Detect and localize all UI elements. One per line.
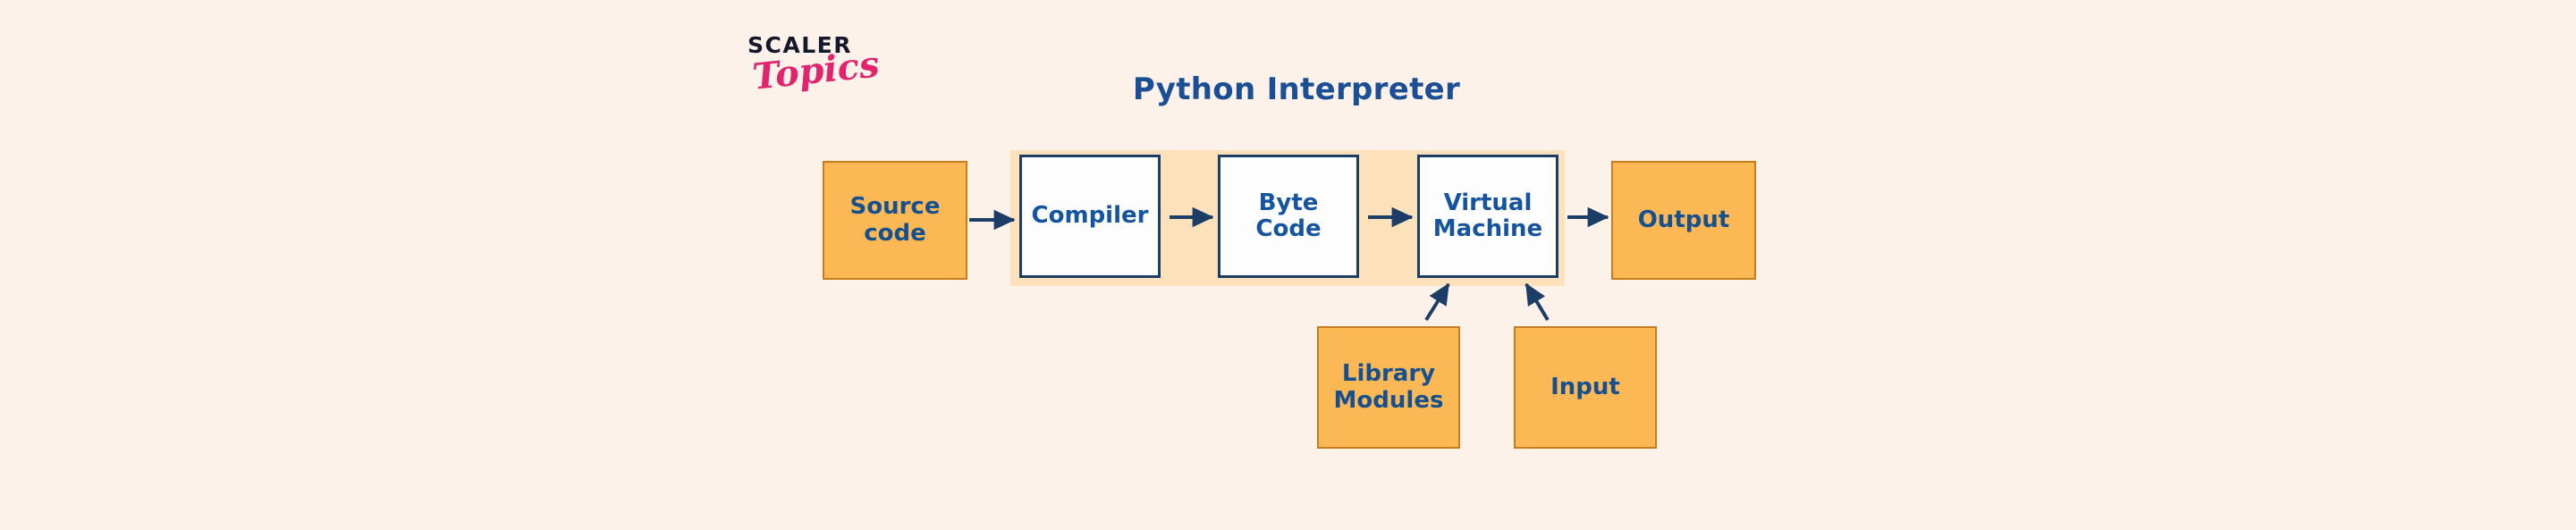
node-virtual-machine[interactable]: Virtual Machine bbox=[1417, 155, 1558, 278]
node-library-modules[interactable]: Library Modules bbox=[1317, 326, 1460, 449]
logo-scaler-text: SCALER bbox=[747, 32, 852, 58]
node-source-code-label-line1: Source bbox=[849, 193, 941, 221]
node-virtual-machine-label-line1: Virtual bbox=[1443, 189, 1533, 216]
arrow-librarymodules-to-virtualmachine bbox=[1424, 282, 1450, 322]
node-byte-code[interactable]: Byte Code bbox=[1218, 155, 1359, 278]
logo-topics-text: Topics bbox=[750, 43, 882, 98]
node-compiler[interactable]: Compiler bbox=[1019, 155, 1161, 278]
node-library-modules-label-line2: Modules bbox=[1333, 386, 1444, 414]
node-input[interactable]: Input bbox=[1514, 326, 1657, 449]
node-output[interactable]: Output bbox=[1611, 161, 1756, 280]
node-compiler-label: Compiler bbox=[1031, 202, 1149, 230]
arrow-input-to-virtualmachine bbox=[1524, 282, 1550, 322]
node-library-modules-label-line1: Library bbox=[1341, 360, 1436, 388]
node-byte-code-label-line2: Code bbox=[1255, 215, 1322, 242]
diagram-title: Python Interpreter bbox=[1132, 72, 1461, 107]
node-input-label: Input bbox=[1550, 373, 1620, 400]
node-virtual-machine-label-line2: Machine bbox=[1432, 215, 1543, 242]
node-byte-code-label-line1: Byte bbox=[1258, 189, 1319, 216]
node-source-code-label-line2: code bbox=[864, 219, 926, 247]
scaler-topics-logo: SCALER Topics bbox=[747, 34, 908, 116]
node-output-label: Output bbox=[1637, 206, 1730, 233]
node-source-code[interactable]: Source code bbox=[823, 161, 967, 280]
